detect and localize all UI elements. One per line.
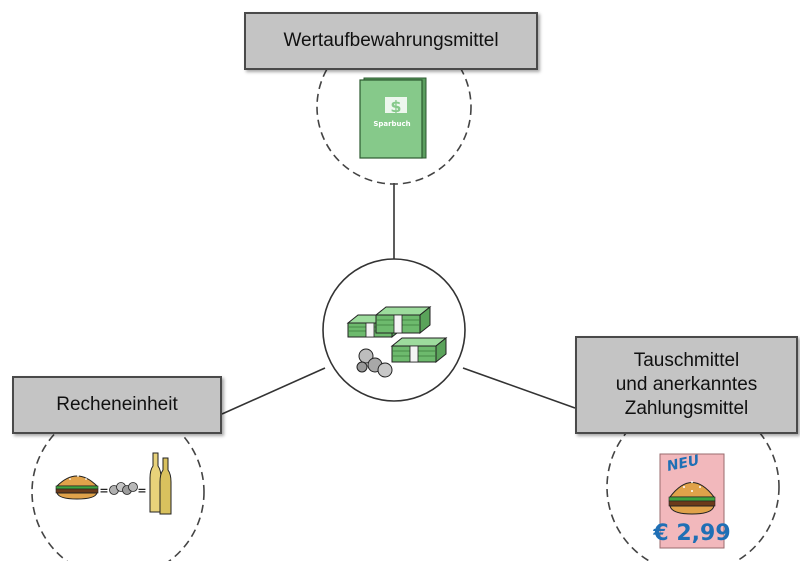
savings-book-label: Sparbuch bbox=[373, 120, 410, 128]
coins-icon bbox=[356, 348, 393, 378]
burger-equals-coins-equals-bottles-icon: = = bbox=[55, 452, 172, 515]
burger-price-tag-icon: NEU € 2,99 bbox=[652, 452, 731, 549]
money-stacks-coins-icon bbox=[346, 305, 448, 378]
coin-pile-icon bbox=[109, 482, 138, 495]
dashed-circle-top bbox=[316, 29, 472, 185]
savings-book-icon: $ Sparbuch bbox=[359, 77, 427, 159]
unit-of-account-box: Recheneinheit bbox=[12, 376, 222, 434]
store-of-value-label: Wertaufbewahrungsmittel bbox=[283, 30, 499, 51]
price-label: € 2,99 bbox=[652, 521, 730, 546]
medium-of-exchange-label: Tauschmittel und anerkanntes Zahlungsmit… bbox=[615, 350, 758, 419]
burger-icon bbox=[668, 481, 716, 515]
equals-sign-2: = bbox=[137, 484, 146, 497]
new-label: NEU bbox=[666, 452, 702, 475]
savings-book-symbol: $ bbox=[390, 97, 401, 116]
equals-sign-1: = bbox=[99, 484, 108, 497]
unit-of-account-label: Recheneinheit bbox=[56, 394, 178, 415]
bottles-icon bbox=[149, 452, 172, 515]
burger-icon bbox=[55, 475, 99, 500]
connector-left bbox=[221, 367, 326, 415]
connector-right bbox=[462, 367, 576, 409]
store-of-value-box: Wertaufbewahrungsmittel bbox=[244, 12, 538, 70]
medium-of-exchange-box: Tauschmittel und anerkanntes Zahlungsmit… bbox=[575, 336, 798, 434]
